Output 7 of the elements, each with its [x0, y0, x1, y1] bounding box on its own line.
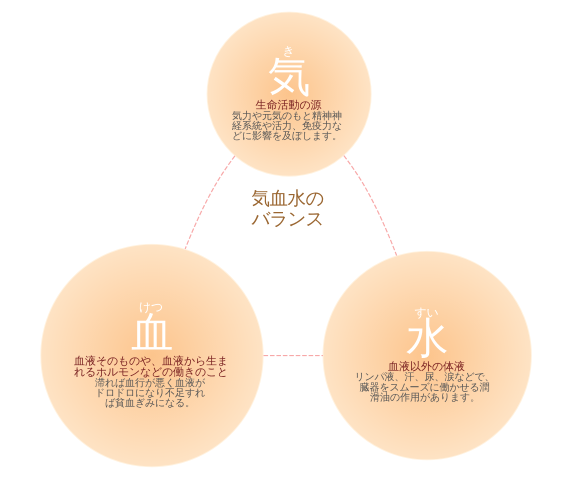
connector — [184, 156, 236, 250]
node-circle: すい 水 血液以外の体液 リンパ液、汗、尿、涙などで、臓器をスムーズに働かせる潤滑油の作用があります。 — [322, 250, 532, 460]
label: 気血水のバランス — [251, 188, 324, 230]
connector — [264, 354, 323, 356]
node-circle: けつ 血 血液そのものや、血液から生まれるホルモンなどの働きのこと 滞れば血行が悪く血液がドロドロになり不足すれば貧血ぎみになる。 — [40, 244, 264, 468]
connector — [343, 155, 398, 256]
node-circle: き 気 生命活動の源 気力や元気のもと精神神経系統や活力、免疫力などに影響を及ぼします。 — [206, 12, 372, 177]
